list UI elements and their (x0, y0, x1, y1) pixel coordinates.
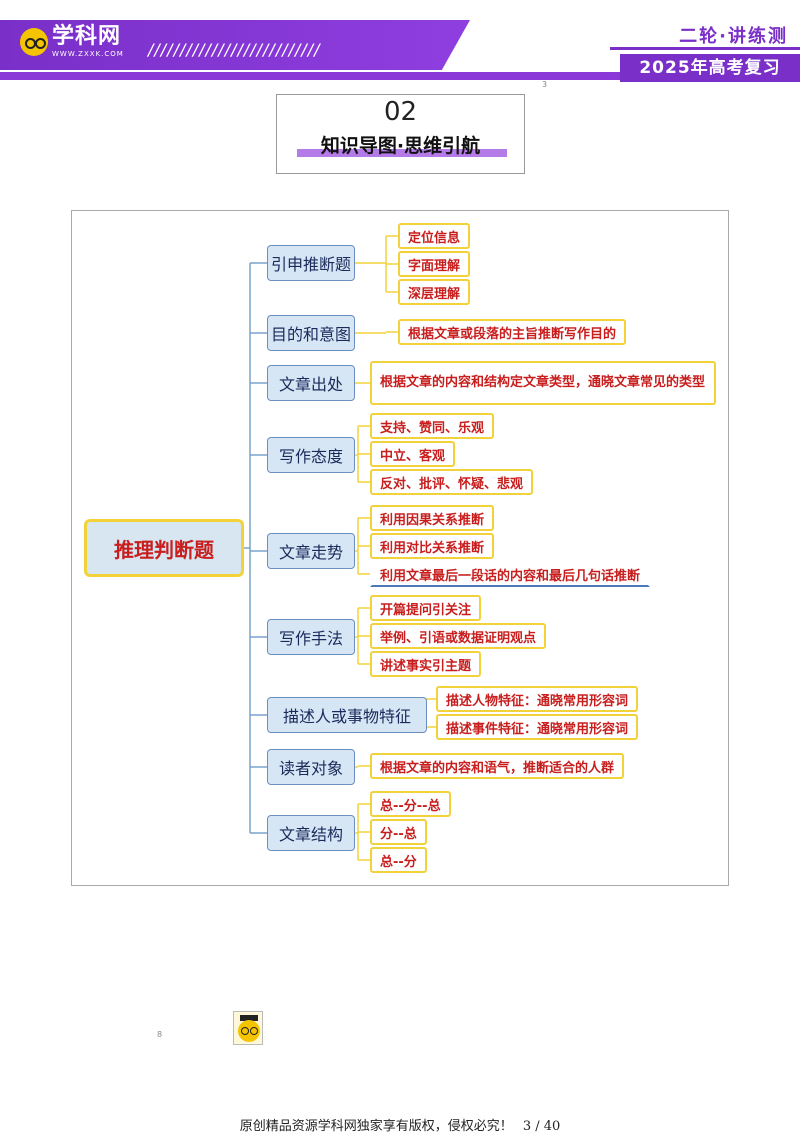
mind-map-leaf: 根据文章或段落的主旨推断写作目的 (398, 319, 627, 345)
logo-url: WWW.ZXXK.COM (52, 50, 124, 58)
mind-map-leaf: 利用因果关系推断 (370, 505, 495, 531)
mind-map-leaf: 定位信息 (398, 223, 471, 249)
mind-map-leaf: 总--分--总 (370, 791, 451, 817)
footer-owl-icon (233, 1011, 263, 1045)
bottom-mark: 8 (157, 1030, 163, 1039)
footer-page-number: 3 / 40 (522, 1119, 561, 1132)
mind-map-leaf: 分--总 (370, 819, 427, 845)
mind-map-leaf: 开篇提问引关注 (370, 595, 482, 621)
mind-map-leaf: 讲述事实引主题 (370, 651, 482, 677)
mind-map-leaf: 深层理解 (398, 279, 471, 305)
mind-map-leaf: 描述事件特征：通晓常用形容词 (436, 714, 639, 740)
mind-map-category: 文章出处 (267, 365, 355, 401)
mind-map-leaf: 举例、引语或数据证明观点 (370, 623, 547, 649)
mind-map-leaf: 描述人物特征：通晓常用形容词 (436, 686, 639, 712)
footer-copyright-text: 原创精品资源学科网独家享有版权，侵权必究！ (239, 1119, 513, 1132)
header-slashes: /////////////////////////// (148, 40, 321, 59)
header-series-tag: 二轮·讲练测 (679, 26, 788, 47)
mind-map-root: 推理判断题 (84, 519, 244, 577)
mind-map-leaf: 利用对比关系推断 (370, 533, 495, 559)
logo: 学科网 WWW.ZXXK.COM (20, 26, 124, 58)
mind-map-category: 写作态度 (267, 437, 355, 473)
logo-owl-icon (20, 28, 48, 56)
footer-copyright: 原创精品资源学科网独家享有版权，侵权必究！ 3 / 40 (0, 1115, 800, 1132)
header-banner: 学科网 WWW.ZXXK.COM ///////////////////////… (0, 10, 800, 82)
mind-map-category: 文章结构 (267, 815, 355, 851)
section-title-box: 02 知识导图·思维引航 (276, 94, 525, 174)
logo-text: 学科网 (52, 24, 122, 49)
mind-map-leaf: 支持、赞同、乐观 (370, 413, 495, 439)
mind-map-leaf: 中立、客观 (370, 441, 456, 467)
mind-map-leaf: 总--分 (370, 847, 427, 873)
mind-map-leaf: 根据文章的内容和语气，推断适合的人群 (370, 753, 625, 779)
mind-map-category: 读者对象 (267, 749, 355, 785)
mind-map-category: 写作手法 (267, 619, 355, 655)
mind-map-leaf: 字面理解 (398, 251, 471, 277)
mind-map-leaf: 根据文章的内容和结构定文章类型，通晓文章常见的类型 (370, 361, 716, 405)
section-title-highlight (297, 149, 507, 157)
mind-map-category: 文章走势 (267, 533, 355, 569)
mind-map-leaf: 利用文章最后一段话的内容和最后几句话推断 (370, 561, 651, 587)
header-tag-divider (610, 47, 800, 50)
header-year-tag: 2025年高考复习 (620, 54, 800, 82)
header-purple-band (0, 20, 470, 70)
mind-map-category: 引申推断题 (267, 245, 355, 281)
header-underline (0, 72, 800, 80)
section-title: 知识导图·思维引航 (320, 135, 481, 157)
mind-map-category: 目的和意图 (267, 315, 355, 351)
mind-map: 推理判断题 引申推断题 定位信息字面理解深层理解目的和意图 根据文章或段落的主旨推断… (71, 210, 729, 886)
mind-map-leaf: 反对、批评、怀疑、悲观 (370, 469, 534, 495)
mind-map-category: 描述人或事物特征 (267, 697, 427, 733)
section-number: 02 (383, 97, 418, 127)
top-mark: 3 (542, 80, 548, 89)
